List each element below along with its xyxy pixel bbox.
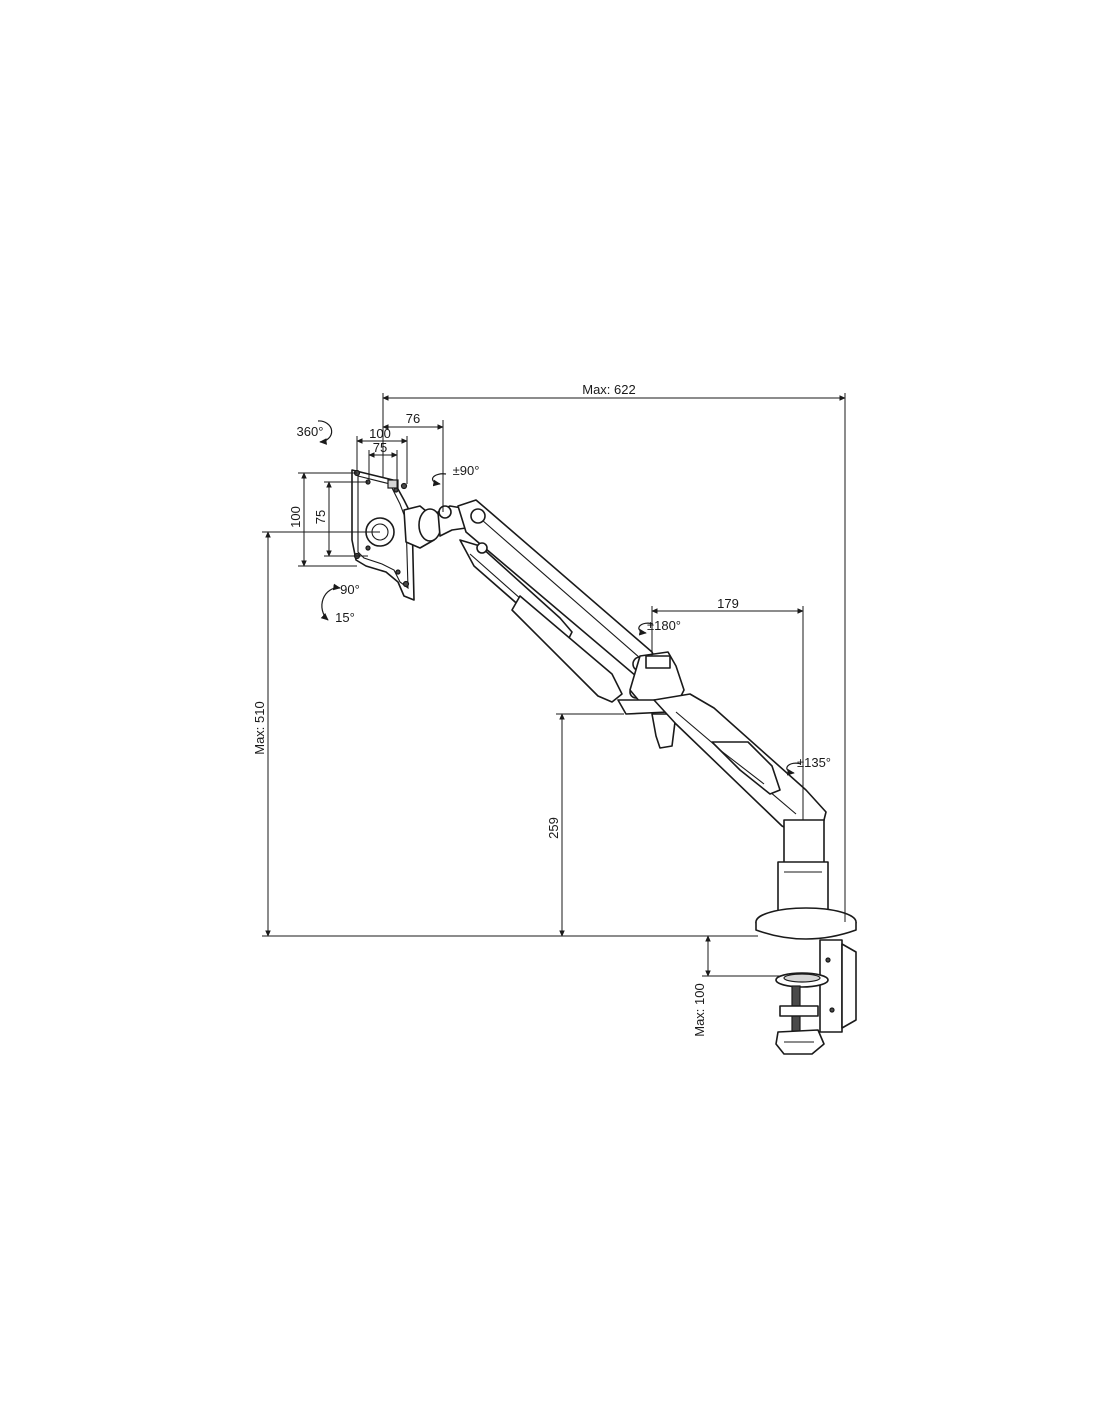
swivel-head <box>403 505 469 549</box>
elbow-joint <box>617 651 685 749</box>
vesa-small-vertical-label: 75 <box>313 510 328 524</box>
rotation-labels: 360° ±90° 90° 15° ±180° ±135° <box>297 424 831 770</box>
max-height-label: Max: 510 <box>252 701 267 754</box>
desk-base <box>755 907 857 940</box>
swivel-head-label: ±90° <box>453 463 480 478</box>
swivel-head-arrow-icon <box>431 473 447 487</box>
tilt-arrow-icon <box>320 583 341 621</box>
screen-rotation-arrow-icon <box>317 420 333 445</box>
desk-clamp <box>775 939 857 1055</box>
tilt-up-label: 90° <box>340 582 360 597</box>
screen-rotation-label: 360° <box>297 424 324 439</box>
vesa-small-horizontal-label: 75 <box>373 440 387 455</box>
dimension-lines <box>262 393 846 977</box>
head-offset-label: 76 <box>406 411 420 426</box>
elbow-swivel-arrow-icon <box>638 622 654 636</box>
tilt-down-label: 15° <box>335 610 355 625</box>
dimension-labels: Max: 622 76 100 75 100 75 Max: 510 259 1… <box>252 382 739 1037</box>
clamp-max-label: Max: 100 <box>692 983 707 1036</box>
elbow-swivel-label: ±180° <box>647 618 681 633</box>
monitor-arm-illustration <box>351 469 857 1055</box>
base-swivel-arrow-icon <box>786 762 802 776</box>
rotation-arrows <box>317 420 802 776</box>
base-swivel-label: ±135° <box>797 755 831 770</box>
support-pole <box>777 819 829 917</box>
max-reach-label: Max: 622 <box>582 382 635 397</box>
vesa-large-horizontal-label: 100 <box>369 426 391 441</box>
pole-height-label: 259 <box>546 817 561 839</box>
vesa-plate <box>351 469 415 601</box>
vesa-large-vertical-label: 100 <box>288 506 303 528</box>
lower-arm-label: 179 <box>717 596 739 611</box>
upper-arm <box>457 499 659 703</box>
